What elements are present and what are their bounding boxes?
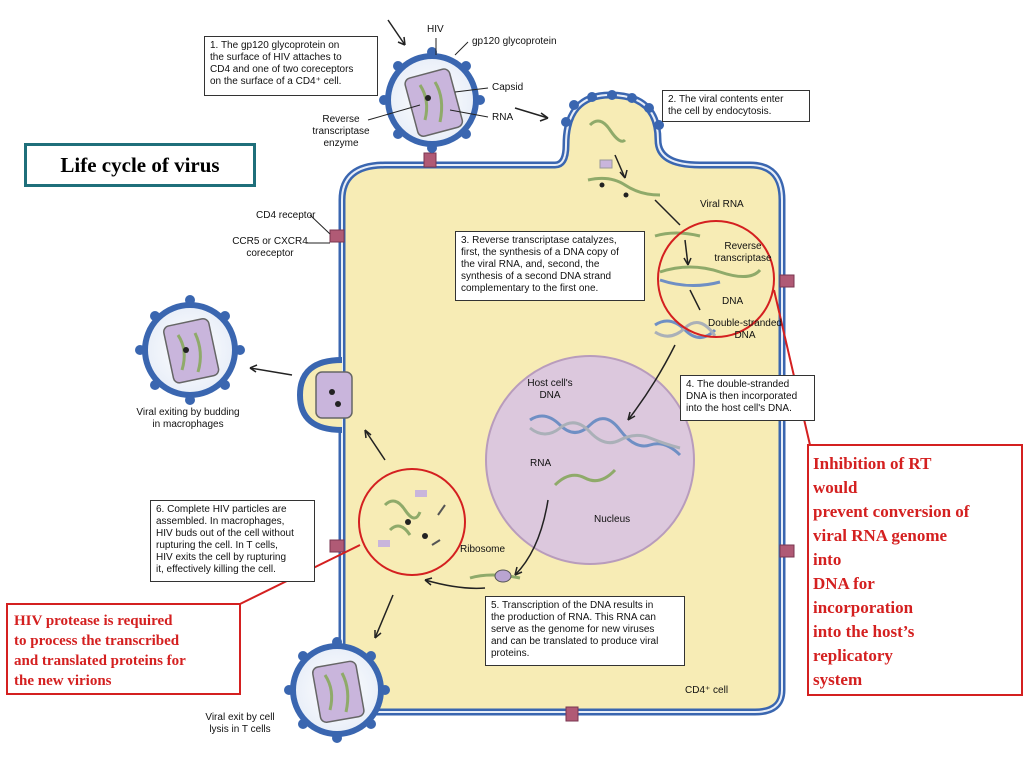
label-ribosome: Ribosome <box>460 544 506 555</box>
step-6-line: HIV buds out of the cell without <box>156 528 294 539</box>
assembly-particles <box>378 490 446 547</box>
host-dna-helix <box>529 414 682 457</box>
step-2-line: the cell by endocytosis. <box>668 106 772 117</box>
step-1-line: 1. The gp120 glycoprotein on <box>210 40 340 51</box>
label-reverse-transcriptase: Reverse transcriptase <box>714 241 772 264</box>
step-6-line: it, effectively killing the cell. <box>156 564 276 575</box>
step-5-line: and can be translated to produce viral <box>491 636 659 647</box>
step-1-box: 1. The gp120 glycoprotein on the surface… <box>204 36 378 96</box>
label-hiv: HIV <box>427 24 444 35</box>
step-5-box: 5. Transcription of the DNA results in t… <box>485 596 685 666</box>
step-1-line: the surface of HIV attaches to <box>210 52 342 63</box>
label-budding: Viral exiting by budding in macrophages <box>136 407 240 430</box>
label-coreceptor: CCR5 or CXCR4 coreceptor <box>232 236 308 259</box>
step-6-line: assembled. In macrophages, <box>156 516 285 527</box>
label-rt-enzyme: Reverse transcriptase enzyme <box>312 114 370 149</box>
step-2-box: 2. The viral contents enter the cell by … <box>662 90 810 122</box>
nucleus-rna-strand <box>553 468 617 487</box>
label-double-stranded-dna: Double-stranded DNA <box>708 318 782 341</box>
step-3-line: first, the synthesis of a DNA copy of <box>461 247 619 258</box>
rt-inhibition-note: Inhibition of RT would prevent conversio… <box>807 444 1023 696</box>
step-1-line: on the surface of a CD4⁺ cell. <box>210 76 342 87</box>
step-5-line: the production of RNA. This RNA can <box>491 612 656 623</box>
step-4-line: DNA is then incorporated <box>686 391 798 402</box>
step-3-line: the viral RNA, and, second, the <box>461 259 600 270</box>
membrane-bud <box>296 357 353 433</box>
step-6-line: rupturing the cell. In T cells, <box>156 540 278 551</box>
label-capsid: Capsid <box>492 82 524 93</box>
step-5-line: proteins. <box>491 648 530 659</box>
label-connectors <box>307 38 489 244</box>
step-3-line: complementary to the first one. <box>461 283 599 294</box>
ribosome-shape <box>469 569 521 583</box>
endocytosis-contents <box>587 119 661 198</box>
label-dna: DNA <box>722 296 744 307</box>
label-rna-virion: RNA <box>492 112 514 123</box>
step-4-box: 4. The double-stranded DNA is then incor… <box>680 375 815 421</box>
budding-virion <box>135 295 245 405</box>
step-2-line: 2. The viral contents enter <box>668 94 784 105</box>
process-arrows <box>249 19 701 639</box>
step-6-line: 6. Complete HIV particles are <box>156 504 287 515</box>
step-6-line: HIV exits the cell by rupturing <box>156 552 287 563</box>
step-6-box: 6. Complete HIV particles are assembled.… <box>150 500 315 582</box>
hiv-virion-top <box>379 47 485 153</box>
protease-note: HIV protease is required to process the … <box>6 603 241 695</box>
label-lysis: Viral exit by cell lysis in T cells <box>205 712 275 735</box>
step-3-line: synthesis of a second DNA strand <box>461 271 612 282</box>
step-5-line: 5. Transcription of the DNA results in <box>491 600 654 611</box>
label-viral-rna: Viral RNA <box>700 199 744 210</box>
step-4-line: into the host cell's DNA. <box>686 403 792 414</box>
page-title: Life cycle of virus <box>24 143 256 187</box>
step-5-line: serve as the genome for new viruses <box>491 624 655 635</box>
label-gp120: gp120 glycoprotein <box>472 36 557 47</box>
label-cd4-receptor: CD4 receptor <box>256 210 316 221</box>
cd4-receptors <box>329 152 795 722</box>
label-host-dna: Host cell's DNA <box>527 378 573 401</box>
step-3-line: 3. Reverse transcriptase catalyzes, <box>461 235 617 246</box>
step-3-box: 3. Reverse transcriptase catalyzes, firs… <box>455 231 645 301</box>
nucleus-shape <box>485 355 695 565</box>
lysis-virion <box>284 637 390 743</box>
label-rna-nucleus: RNA <box>530 458 552 469</box>
label-nucleus: Nucleus <box>594 514 631 525</box>
label-cd4-cell: CD4⁺ cell <box>685 685 729 696</box>
step-4-line: 4. The double-stranded <box>686 379 790 390</box>
step-1-line: CD4 and one of two coreceptors <box>210 64 354 75</box>
